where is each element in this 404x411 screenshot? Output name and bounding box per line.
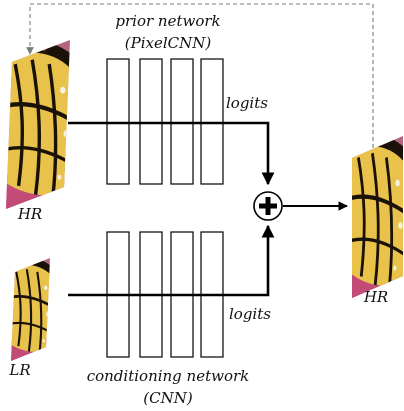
conditioning-logits-path — [68, 224, 275, 297]
logits-bottom-label: logits — [229, 305, 271, 323]
prior-layer-1 — [106, 58, 130, 185]
prior-network-subtitle: (PixelCNN) — [125, 34, 212, 52]
lr-input-image — [6, 256, 56, 362]
prior-logits-path — [68, 121, 275, 186]
hr-input-image — [0, 38, 80, 212]
conditioning-network-title: conditioning network — [87, 367, 250, 385]
prior-layer-3 — [170, 58, 194, 185]
feedback-arrow — [26, 3, 374, 155]
sum-operator-icon — [253, 191, 283, 221]
prior-layer-4 — [200, 58, 224, 185]
prior-layer-2 — [139, 58, 163, 185]
hr-input-label: HR — [17, 205, 42, 223]
hr-output-image — [344, 132, 404, 302]
hr-output-label: HR — [363, 288, 388, 306]
logits-top-label: logits — [226, 94, 268, 112]
conditioning-network-subtitle: (CNN) — [143, 389, 193, 407]
prior-network-title: prior network — [115, 12, 220, 30]
lr-input-label: LR — [8, 361, 30, 379]
